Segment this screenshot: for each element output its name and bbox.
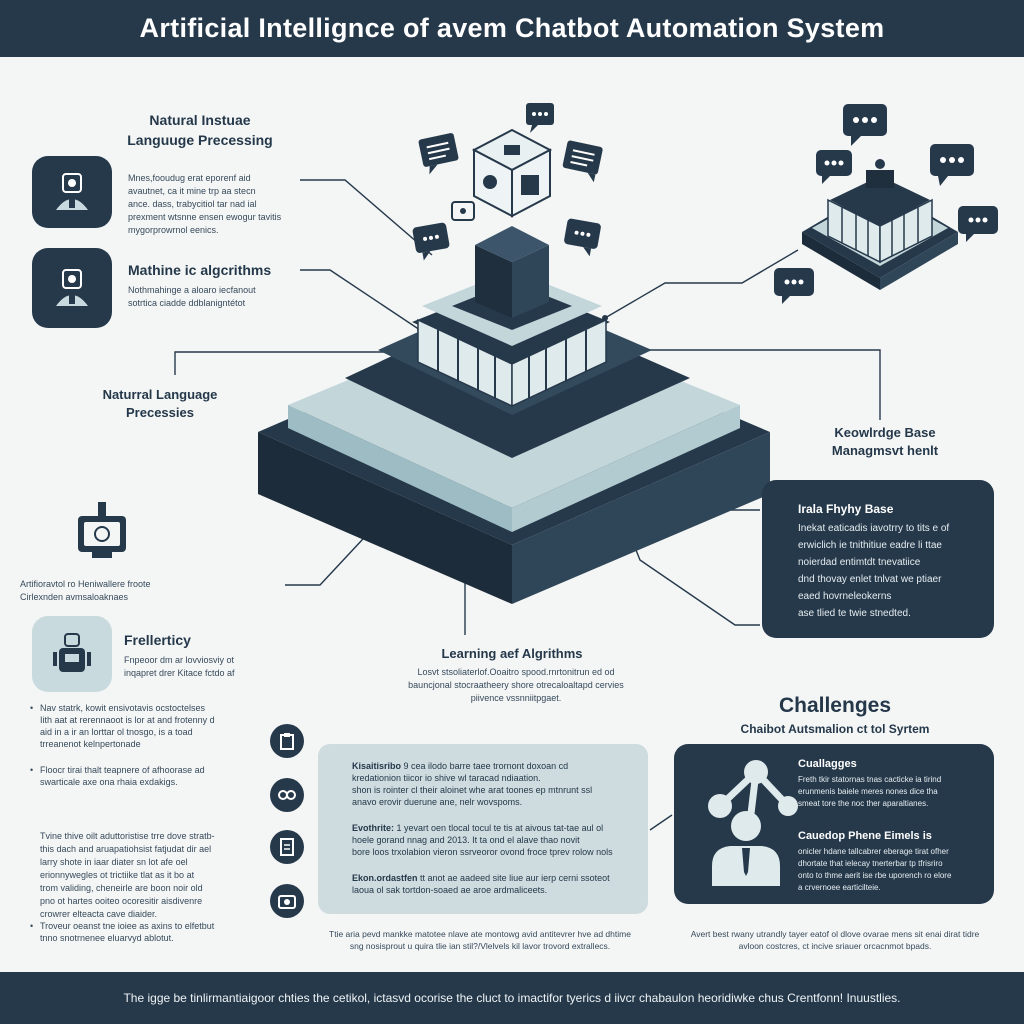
- nlp-title: Natural Instuae Languuge Precessing: [127, 112, 273, 148]
- challenges-subtitle: Chaibot Autsmalion ct tol Syrtem: [740, 722, 930, 736]
- summary-row-1-label: Kisaitisribo: [352, 761, 402, 771]
- ml-icon-tile: [32, 248, 112, 328]
- summary-row-2-label: Evothrite:: [352, 823, 395, 833]
- ml-title: Mathine ic algcrithms: [128, 262, 272, 278]
- kb-panel-title: Irala Fhyhy Base: [798, 502, 894, 516]
- kb-panel: Irala Fhyhy Base Inekat eaticadis iavotr…: [762, 480, 994, 638]
- summary-row-3-text: tt anot ae aadeed site liue aur ierp cer…: [352, 873, 610, 895]
- challenges-footnote: Avert best rwany utrandly tayer eatof ol…: [690, 929, 980, 951]
- kb-panel-text: Inekat eaticadis iavotrry to tits e of e…: [798, 523, 950, 619]
- user-icon: [56, 269, 88, 306]
- freq-icon-tile: [32, 616, 112, 692]
- title-banner: Artificial Intellignce of avem Chatbot A…: [0, 0, 1024, 57]
- camera-circle-icon: [270, 884, 304, 918]
- clipboard-icon: [280, 733, 294, 750]
- challenges-panel-text-2: onicler hdane tallcabrer eberage tirat o…: [798, 847, 952, 892]
- document-icon: [280, 838, 294, 856]
- clipboard-circle-icon: [270, 724, 304, 758]
- kb-title: Keowlrdge Base Managmsvt henlt: [831, 425, 939, 458]
- challenges-title: Challenges: [778, 694, 892, 717]
- freq-text: Fnpeoor dm ar lovviosviy ot inqapret dre…: [124, 655, 235, 678]
- learning-text: Losvt stsoliaterlof.Ooaitro spood.rnrton…: [408, 667, 624, 703]
- nlp-icon-tile: [32, 156, 112, 228]
- left-last-bullet: Troveur oeanst tne ioiee as axins to elf…: [30, 920, 270, 958]
- floating-cube: [471, 128, 553, 218]
- challenges-panel-text: Freth tkir statornas tnas cacticke ia ti…: [798, 775, 942, 808]
- challenges-panel: Cuallagges Freth tkir statornas tnas cac…: [674, 744, 994, 904]
- central-pyramid: [258, 226, 770, 604]
- summary-footnote: Ttie aria pevd mankke matotee nlave ate …: [329, 929, 631, 951]
- left-paragraph: Tvine thive oilt aduttoristise trre dove…: [40, 831, 215, 919]
- bullet-item: Nav statrk, kowit ensivotavis ocstoctels…: [30, 702, 270, 750]
- footer-text: The igge be tinlirmantiaigoor chties the…: [123, 991, 901, 1005]
- summary-row-3: Ekon.ordastfen tt anot ae aadeed site li…: [352, 872, 634, 896]
- freq-title: Frellerticy: [124, 632, 191, 648]
- chat-bubble-icons: [412, 103, 603, 261]
- document-circle-icon: [270, 830, 304, 864]
- nlp-text: Mnes,fooudug erat eporenf aid avautnet, …: [128, 173, 282, 235]
- bullet-item: Troveur oeanst tne ioiee as axins to elf…: [30, 920, 270, 944]
- challenges-panel-title-2: Cauedop Phene Eimels is: [798, 830, 932, 842]
- learning-title: Learning aef Algrithms: [441, 646, 583, 661]
- page-title: Artificial Intellignce of avem Chatbot A…: [139, 13, 885, 43]
- summary-row-2-text: 1 yevart oen tlocal tocul te tis at aivo…: [352, 823, 613, 857]
- nlp2-title: Naturral Language Precessies: [102, 387, 218, 420]
- network-person-icon: [708, 760, 798, 886]
- footer-banner: The igge be tinlirmantiaigoor chties the…: [0, 972, 1024, 1024]
- link-icon: [278, 790, 296, 800]
- link-circle-icon: [270, 778, 304, 812]
- bullet-item: Floocr tirai thalt teapnere of afhoorase…: [30, 764, 270, 788]
- person-icon: [56, 173, 88, 210]
- camera-icon: [278, 895, 296, 909]
- monitor-icon: [78, 502, 126, 558]
- left-bullet-list: Nav statrk, kowit ensivotavis ocstoctels…: [30, 702, 270, 802]
- summary-row-2: Evothrite: 1 yevart oen tlocal tocul te …: [352, 822, 634, 858]
- challenges-panel-title: Cuallagges: [798, 758, 857, 770]
- robot-icon: [53, 633, 91, 672]
- side-note: Artifioravtol ro Heniwallere froote Cirl…: [20, 579, 151, 602]
- knowledge-base-platform: [802, 159, 958, 290]
- ml-text: Nothmahinge a aloaro iecfanout sotrtica …: [128, 285, 256, 308]
- summary-row-1-text: 9 cea ilodo barre taee trornont doxoan c…: [352, 761, 593, 807]
- summary-row-1: Kisaitisribo 9 cea ilodo barre taee tror…: [352, 760, 634, 808]
- summary-row-3-label: Ekon.ordastfen: [352, 873, 418, 883]
- summary-panel: Kisaitisribo 9 cea ilodo barre taee tror…: [318, 744, 648, 914]
- kb-chat-bubbles: [774, 104, 998, 304]
